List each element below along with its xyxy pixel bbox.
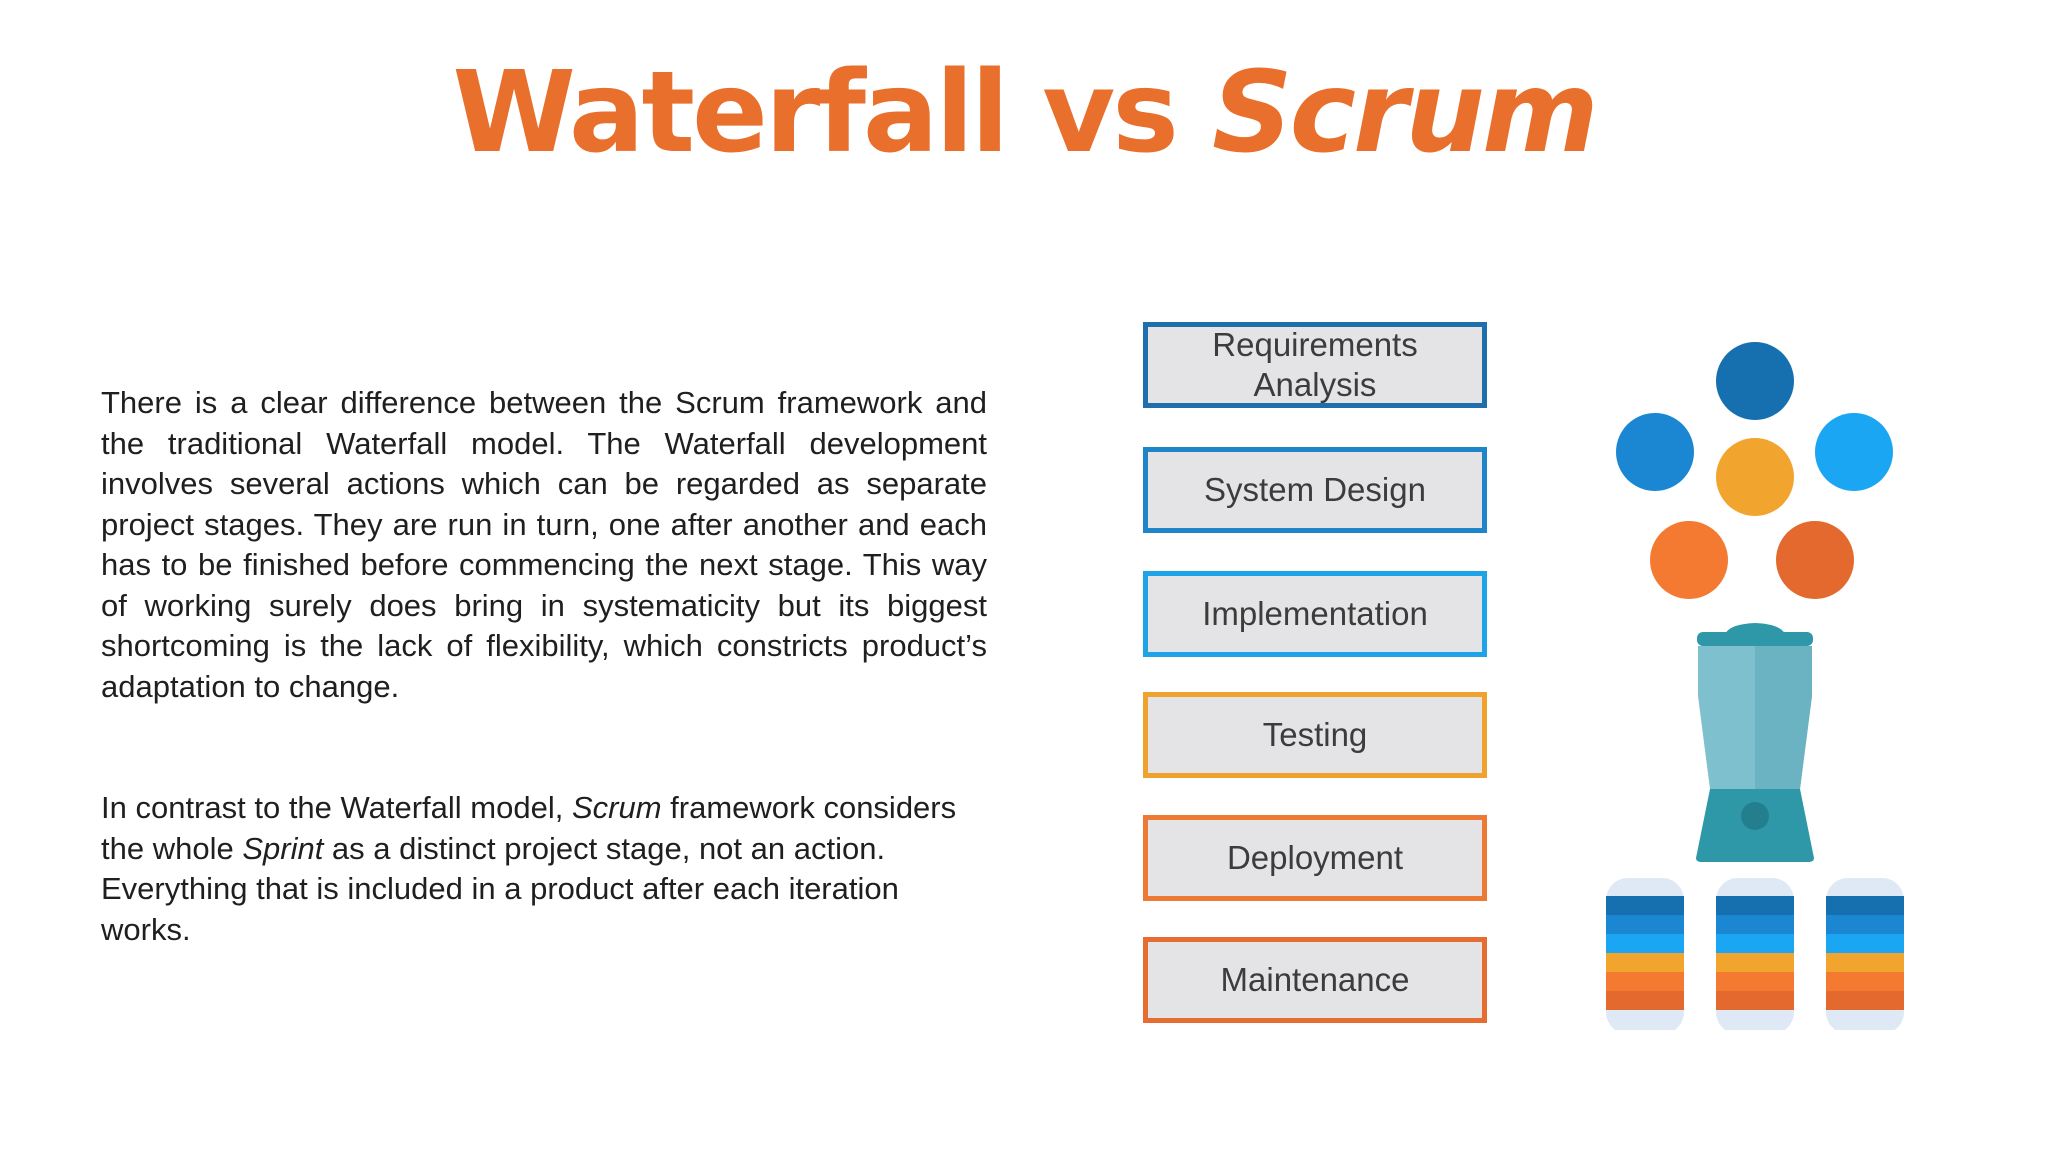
scrum-blender-illustration	[1606, 342, 1904, 1030]
ingredient-circle-light-blue	[1815, 413, 1893, 491]
glass-icon	[1606, 878, 1684, 1030]
paragraph2-text-e: as a distinct project stage, not an acti…	[101, 830, 899, 947]
paragraph2-sprint-term: Sprint	[242, 830, 324, 866]
glass-icon	[1716, 878, 1794, 1030]
ingredient-circle-dark-blue	[1716, 342, 1794, 420]
step-testing: Testing	[1143, 692, 1487, 778]
title-part-scrum: Scrum	[1211, 48, 1599, 178]
step-implementation: Implementation	[1143, 571, 1487, 657]
step-requirements-analysis: Requirements Analysis	[1143, 322, 1487, 408]
paragraph2-text-a: In contrast to the Waterfall model,	[101, 790, 572, 825]
ingredient-circle-dark-orange	[1776, 521, 1854, 599]
step-system-design: System Design	[1143, 447, 1487, 533]
paragraph-scrum-description: In contrast to the Waterfall model, Scru…	[101, 788, 987, 950]
title-part-waterfall: Waterfall vs	[452, 48, 1212, 178]
ingredient-circle-yellow	[1716, 438, 1794, 516]
blender-icon	[1696, 623, 1814, 862]
paragraph2-scrum-term: Scrum	[571, 790, 662, 825]
page-title: Waterfall vs Scrum	[0, 51, 2048, 175]
step-deployment: Deployment	[1143, 815, 1487, 901]
ingredient-circle-orange	[1650, 521, 1728, 599]
paragraph-waterfall-description: There is a clear difference between the …	[101, 385, 987, 704]
ingredient-circle-mid-blue	[1616, 413, 1694, 491]
step-maintenance: Maintenance	[1143, 937, 1487, 1023]
paragraph2-text-c: framework considers the whole	[101, 790, 957, 866]
glass-icon	[1826, 878, 1904, 1030]
